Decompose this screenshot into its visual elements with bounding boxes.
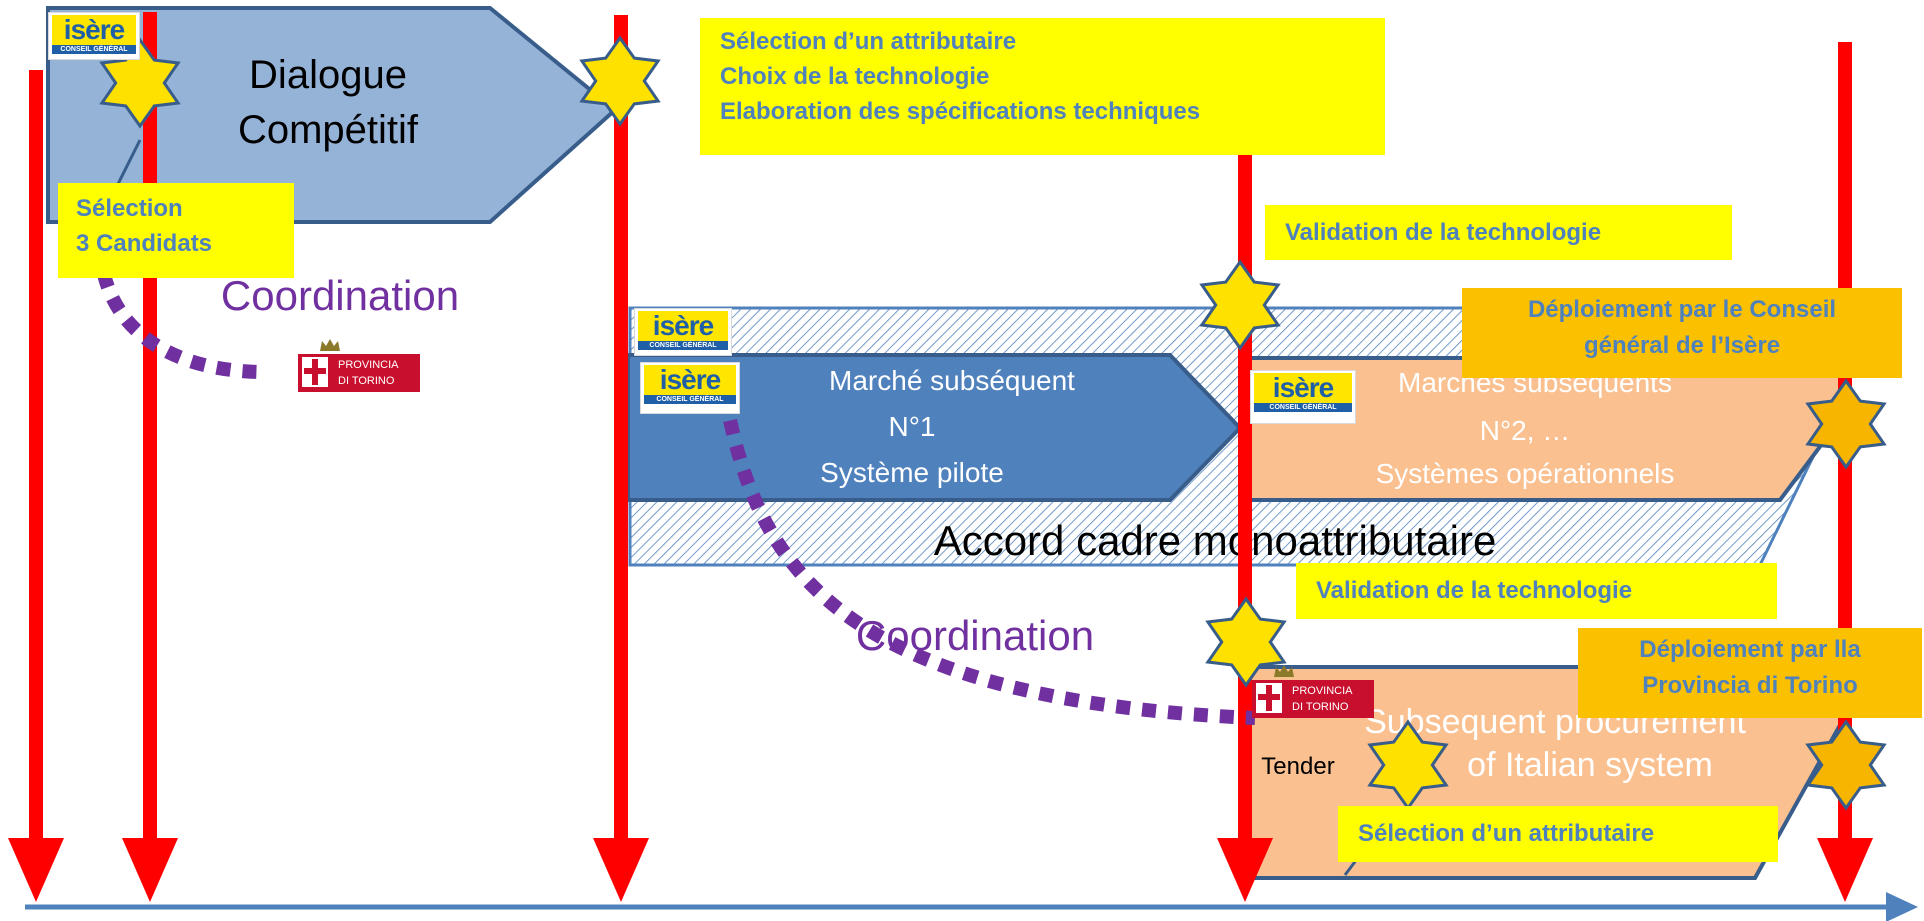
deploy-torino-line2: Provincia di Torino: [1642, 672, 1858, 699]
accord-cadre-label: Accord cadre monoattributaire: [934, 517, 1497, 564]
selection-candidates-line2: 3 Candidats: [76, 230, 213, 257]
dialogue-title-line1: Dialogue: [249, 53, 407, 97]
validation-technology-box-2: Validation de la technologie: [1296, 563, 1777, 619]
validation-technology-2-text: Validation de la technologie: [1316, 577, 1633, 604]
milestone-arrow-5-head: [1817, 838, 1873, 902]
milestone-arrow-4-shaft: [1238, 150, 1252, 845]
marches-2-line2: N°2, …: [1480, 415, 1571, 446]
italian-procurement-line2: of Italian system: [1467, 746, 1713, 784]
isere-logo-sub: CONSEIL GÉNÉRAL: [52, 45, 136, 54]
star-icon: [1205, 596, 1287, 688]
selection-attributaire-box: Sélection d’un attributaire: [1338, 806, 1778, 862]
provincia-torino-band: PROVINCIA DI TORINO: [298, 354, 420, 392]
deploy-isere-box: Déploiement par le Conseil général de l’…: [1462, 288, 1902, 378]
provincia-torino-logo: PROVINCIA DI TORINO: [298, 338, 420, 402]
deploy-torino-line1: Déploiement par lla: [1639, 636, 1861, 663]
deploy-torino-box: Déploiement par lla Provincia di Torino: [1578, 628, 1922, 718]
isere-logo: isère CONSEIL GÉNÉRAL: [640, 362, 740, 414]
provincia-torino-band: PROVINCIA DI TORINO: [1252, 680, 1374, 718]
star-icon: [1199, 259, 1281, 351]
provincia-torino-line1: PROVINCIA: [338, 359, 399, 371]
crown-icon: [1274, 665, 1294, 677]
milestone-arrow-1-head: [8, 838, 64, 902]
provincia-torino-line1: PROVINCIA: [1292, 685, 1353, 697]
marche-1-line2: N°1: [889, 411, 936, 442]
marche-1-line3: Système pilote: [820, 457, 1004, 488]
provincia-torino-line2: DI TORINO: [338, 375, 395, 387]
provincia-torino-logo: PROVINCIA DI TORINO: [1252, 664, 1374, 728]
selection-candidates-box: Sélection 3 Candidats: [58, 183, 294, 278]
coordination-curve-mid: [718, 393, 1256, 725]
dialogue-shape: [46, 6, 619, 224]
isere-logo: isère CONSEIL GÉNÉRAL: [634, 308, 732, 356]
isere-logo-sub: CONSEIL GÉNÉRAL: [638, 341, 728, 350]
milestone-arrow-3-head: [593, 838, 649, 902]
dialogue-title-line2: Compétitif: [238, 108, 419, 152]
isere-logo: isère CONSEIL GÉNÉRAL: [48, 12, 140, 60]
provincia-torino-line2: DI TORINO: [1292, 701, 1349, 713]
tender-label: Tender: [1261, 753, 1334, 780]
milestone-arrow-2-head: [122, 838, 178, 902]
deploy-isere-line2: général de l’Isère: [1583, 332, 1781, 359]
marche-1-line1: Marché subséquent: [829, 365, 1075, 396]
milestone-arrow-4-head: [1217, 838, 1273, 902]
isere-logo-sub: CONSEIL GÉNÉRAL: [644, 395, 736, 404]
isere-logo: isère CONSEIL GÉNÉRAL: [1250, 370, 1356, 424]
attributaire-technology-box: Sélection d’un attributaire Choix de la …: [700, 18, 1385, 155]
attributaire-technology-line1: Sélection d’un attributaire: [720, 28, 1017, 55]
shield-icon: [1256, 683, 1282, 713]
isere-logo-sub: CONSEIL GÉNÉRAL: [1254, 403, 1352, 412]
isere-logo-word: isère: [644, 365, 736, 395]
isere-logo-word: isère: [638, 311, 728, 341]
star-icon: [1805, 719, 1887, 811]
coordination-mid-label: Coordination: [856, 612, 1094, 659]
milestone-arrow-3-shaft: [614, 15, 628, 845]
attributaire-technology-line3: Elaboration des spécifications technique…: [720, 98, 1201, 125]
selection-candidates-line1: Sélection: [76, 195, 183, 222]
star-icon: [579, 35, 661, 127]
milestone-arrow-1-shaft: [29, 70, 43, 845]
selection-attributaire-text: Sélection d’un attributaire: [1358, 820, 1655, 847]
validation-technology-1-text: Validation de la technologie: [1285, 219, 1602, 246]
milestone-arrow-2-shaft: [143, 12, 157, 845]
milestone-stars: [99, 35, 1887, 811]
star-icon: [1805, 378, 1887, 470]
isere-logo-word: isère: [52, 15, 136, 45]
marches-2-line3: Systèmes opérationnels: [1376, 458, 1675, 489]
star-icon: [99, 37, 181, 129]
validation-technology-box-1: Validation de la technologie: [1265, 205, 1732, 260]
crown-icon: [320, 339, 340, 351]
attributaire-technology-line2: Choix de la technologie: [720, 63, 990, 90]
isere-logo-word: isère: [1254, 373, 1352, 403]
shield-icon: [302, 357, 328, 387]
coordination-top-label: Coordination: [221, 272, 459, 319]
timeline-arrowhead: [1886, 892, 1918, 921]
deploy-isere-line1: Déploiement par le Conseil: [1527, 296, 1837, 323]
